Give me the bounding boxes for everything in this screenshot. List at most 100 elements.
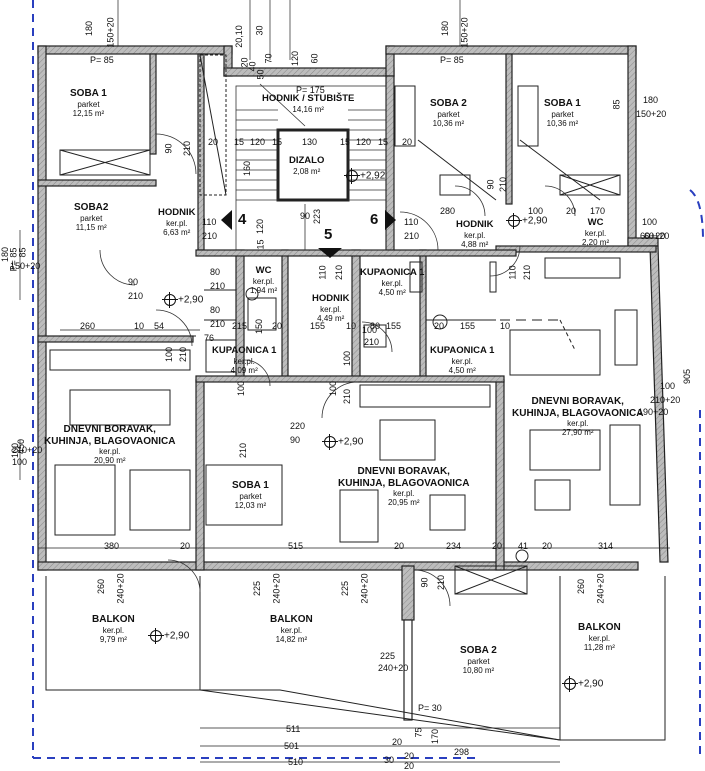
dim-label: 501 [284, 741, 300, 751]
room-label: DNEVNI BORAVAK, KUHINJA, BLAGOVAONICA ke… [44, 424, 176, 466]
dim-label: 20 [566, 206, 577, 216]
dim-label: 150+20 [459, 17, 470, 48]
dim-label: 220 [290, 421, 306, 431]
dim-label: 15 [255, 239, 266, 250]
dim-label: 150+20 [10, 261, 41, 271]
dim-label: 210 [238, 442, 249, 459]
dim-label: 210 [436, 574, 447, 591]
dim-label: 210+20 [650, 395, 681, 405]
dim-label: 210 [210, 319, 226, 329]
dim-label: 210 [182, 140, 193, 157]
dim-label: 100 [642, 217, 658, 227]
dim-label: 100 [328, 380, 339, 397]
dim-label: 15 [340, 137, 351, 147]
dim-label: 225 [340, 580, 351, 597]
dim-label: 210+20 [12, 445, 43, 455]
dim-label: 20 [208, 137, 219, 147]
room-label: WC ker.pl. 1,94 m² [250, 265, 278, 296]
room-label: KUPAONICA 1 ker.pl. 4,09 m² [212, 345, 277, 376]
dim-label: 90 [300, 211, 311, 221]
dim-label: 100 [236, 380, 247, 397]
section-mark: 6 [370, 211, 379, 228]
dim-label: 75 [413, 727, 424, 738]
dim-label: 110 [507, 265, 518, 280]
door-swings [99, 133, 576, 607]
dim-label: 110 [404, 217, 419, 227]
dim-label: 240+20 [359, 573, 370, 604]
dim-label: 60+20 [644, 231, 670, 241]
dim-label: 210 [128, 291, 144, 301]
parapet-label: P= 85 [440, 55, 464, 65]
dim-label: 20 [402, 137, 413, 147]
room-label: SOBA 2 parket 10,36 m² [430, 98, 467, 128]
room-label: HODNIK ker.pl. 4,88 m² [456, 219, 494, 250]
stair [235, 83, 387, 251]
dim-label: 20 [434, 321, 445, 331]
dim-label: 110 [317, 265, 328, 280]
dim-label: 80 [210, 305, 221, 315]
section-arrows [221, 210, 396, 258]
dim-label: 30 [384, 755, 395, 765]
dim-label: 210 [498, 176, 509, 193]
room-label: SOBA 1 parket 12,15 m² [70, 88, 107, 118]
dim-label: 190+20 [638, 407, 669, 417]
dim-label: 60+20 [640, 231, 666, 241]
dim-label: 120 [250, 137, 266, 147]
dim-label: 210 [342, 388, 353, 405]
dim-label: 54 [154, 321, 165, 331]
dim-label: 90 [485, 179, 496, 190]
dim-label: 90 [128, 277, 139, 287]
dim-label: 298 [454, 747, 470, 757]
room-label: HODNIK ker.pl. 6,63 m² [158, 207, 196, 238]
dim-label: 90 [290, 435, 301, 445]
dim-label: 160 [242, 160, 253, 177]
dim-label: 100 [164, 346, 175, 363]
site-boundary [32, 0, 704, 759]
room-label: DNEVNI BORAVAK, KUHINJA, BLAGOVAONICA ke… [338, 466, 470, 508]
dim-label: 510 [288, 757, 304, 767]
dim-label: 50 [255, 69, 266, 80]
parapet-label: P= 30 [418, 703, 442, 713]
dim-label: 60 [309, 53, 320, 64]
dimension-lines [19, 0, 670, 763]
room-label: WC ker.pl. 2,20 m² [582, 217, 610, 248]
dim-label: 20 [392, 737, 403, 747]
dim-label: 180 [643, 95, 659, 105]
dim-label: 15 [234, 137, 245, 147]
room-label: DNEVNI BORAVAK, KUHINJA, BLAGOVAONICA ke… [512, 396, 644, 438]
dim-label: 15 [378, 137, 389, 147]
dim-label: 155 [460, 321, 476, 331]
dim-label: 155 [386, 321, 402, 331]
parapet-label: P= 175 [296, 85, 325, 95]
room-label: BALKON ker.pl. 11,28 m² [578, 622, 621, 652]
dim-label: 76 [204, 333, 215, 343]
dim-label: 120 [290, 50, 301, 67]
dim-label: 380 [104, 541, 120, 551]
room-label: BALKON ker.pl. 14,82 m² [270, 614, 313, 644]
dim-label: 240+20 [595, 573, 606, 604]
dim-label: 100 [12, 457, 28, 467]
room-label: SOBA 1 parket 12,03 m² [232, 480, 269, 510]
section-mark: 4 [238, 211, 247, 228]
dim-label: 260 [96, 578, 107, 595]
dim-label: 240+20 [271, 573, 282, 604]
dim-label: 223 [312, 208, 323, 225]
level-mark: +2,90 [162, 292, 203, 308]
dim-label: 20,10 [233, 25, 244, 48]
dim-label: 511 [286, 724, 301, 734]
dim-label: 180 [0, 246, 11, 263]
dim-label: 260 [80, 321, 96, 331]
dim-label: 10 [500, 321, 511, 331]
dim-label: 215 [232, 321, 248, 331]
dim-label: 210 [334, 264, 345, 281]
dim-label: 20 [394, 541, 405, 551]
dim-label: 100 [342, 350, 353, 367]
dim-label: 210 [522, 264, 533, 281]
dim-label: 240+20 [378, 663, 409, 673]
dim-label: 150+20 [105, 17, 116, 48]
dim-label: 314 [598, 541, 614, 551]
interior-lines [45, 54, 666, 741]
dim-label: 90 [163, 143, 174, 154]
room-label: HODNIK ker.pl. 4,49 m² [312, 293, 350, 324]
dim-label: 100 [660, 381, 676, 391]
